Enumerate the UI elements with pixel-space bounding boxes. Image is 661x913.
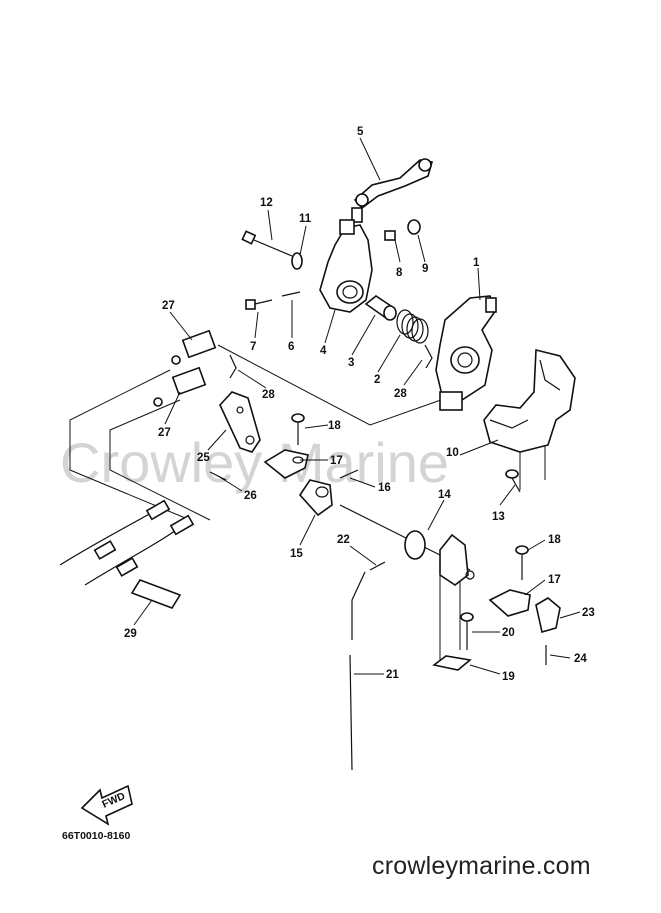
callout-18b: 18 [548,534,561,546]
bolt-part-20[interactable] [460,612,474,650]
callout-17b: 17 [548,574,561,586]
callout-14: 14 [438,489,451,501]
cable-joint-part-27b[interactable] [153,366,207,407]
callout-27b: 27 [158,427,171,439]
torsion-spring-part[interactable] [396,309,429,344]
fwd-arrow-icon: FWD [80,784,133,826]
callout-20: 20 [502,627,515,639]
callout-23: 23 [582,607,595,619]
callout-18a: 18 [328,420,341,432]
bolt-part-18a[interactable] [291,413,305,445]
pin-part-22[interactable] [369,561,386,571]
callout-8: 8 [396,267,403,279]
throttle-lever-part[interactable] [319,219,373,313]
assembly-frame-lines [69,344,546,665]
callout-10: 10 [446,447,459,459]
plate-part-19[interactable] [432,655,472,671]
callout-19: 19 [502,671,515,683]
clamp-part-17b[interactable] [488,589,531,617]
callout-9: 9 [422,263,428,275]
spring-part-6[interactable] [281,291,301,297]
washer-part-11[interactable] [291,252,303,270]
control-lever-part[interactable] [435,295,497,411]
callout-24: 24 [574,653,587,665]
callout-1: 1 [473,257,480,269]
diagram-code: 66T0010-8160 [62,830,130,842]
callout-27a: 27 [162,300,175,312]
shift-lever-part-25[interactable] [219,391,261,453]
callout-4: 4 [320,345,327,357]
callout-16: 16 [378,482,391,494]
callout-22: 22 [337,534,350,546]
callout-5: 5 [357,126,364,138]
bracket-part[interactable] [483,348,576,453]
nut-part-8[interactable] [384,230,396,241]
clamp-part-23[interactable] [535,597,561,634]
callout-3: 3 [348,357,354,369]
callout-labels: 5 12 11 8 9 1 27 7 6 4 3 2 28 28 27 25 2… [124,126,595,683]
rod-part-shift-arm[interactable] [351,571,366,640]
decal-part-29[interactable] [130,579,182,609]
callout-17a: 17 [330,455,343,467]
screw-part-7[interactable] [245,299,273,310]
cable-joint-part-27a[interactable] [171,329,217,365]
callout-12: 12 [260,197,273,209]
callout-21: 21 [386,669,399,681]
callout-15: 15 [290,548,303,560]
callout-28a: 28 [262,389,275,401]
callout-6: 6 [288,341,294,353]
callout-leader-lines [133,137,581,675]
pin-part-16[interactable] [339,469,359,479]
callout-13: 13 [492,511,505,523]
callout-26: 26 [244,490,257,502]
rod-part-21[interactable] [349,654,353,771]
bolt-part-13[interactable] [505,469,521,493]
callout-11: 11 [299,213,312,225]
clamp-part-15[interactable] [298,479,333,517]
clip-part-28[interactable] [229,344,433,379]
shift-shaft-part-14[interactable] [339,504,475,586]
footer-url[interactable]: crowleymarine.com [372,852,591,880]
collar-part-9[interactable] [407,219,421,235]
callout-25: 25 [197,452,210,464]
remote-control-cables[interactable] [59,499,195,586]
callout-29: 29 [124,628,137,640]
bolt-part-18b[interactable] [515,545,529,580]
callout-2: 2 [374,374,380,386]
callout-7: 7 [250,341,256,353]
link-rod-part[interactable] [351,158,434,223]
collar-part[interactable] [364,295,397,321]
bolt-part-12[interactable] [241,230,293,257]
callout-28b: 28 [394,388,407,400]
